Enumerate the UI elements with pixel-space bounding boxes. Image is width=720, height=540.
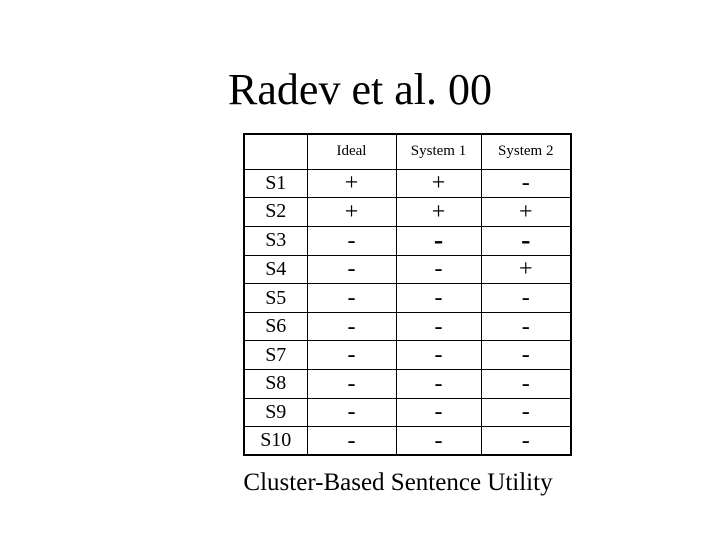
cell-value: - [395, 369, 482, 399]
table-row-s9: S9 - - - [243, 397, 572, 428]
row-label: S4 [243, 254, 308, 285]
cell-value: - [395, 426, 482, 456]
column-header-blank [243, 133, 308, 170]
table-row-s10: S10 - - - [243, 426, 572, 456]
cell-value: - [306, 397, 397, 428]
cell-value: - [480, 369, 572, 399]
table-row-s6: S6 - - - [243, 311, 572, 342]
header-row: Ideal System 1 System 2 [243, 133, 572, 170]
cell-value: - [395, 340, 482, 371]
table-row-s3: S3 - - - [243, 225, 572, 256]
cell-value: + [480, 197, 572, 227]
row-label: S5 [243, 283, 308, 313]
cell-value: + [306, 197, 397, 227]
row-label: S9 [243, 397, 308, 428]
column-header-system2: System 2 [480, 133, 572, 170]
table-row-s7: S7 - - - [243, 340, 572, 371]
row-label: S1 [243, 168, 308, 199]
cell-value: - [480, 311, 572, 342]
table-row-s2: S2 + + + [243, 197, 572, 227]
cell-value: - [480, 225, 572, 256]
cell-value: + [480, 254, 572, 285]
slide-caption: Cluster-Based Sentence Utility [243, 469, 553, 496]
cell-value: + [306, 168, 397, 199]
slide-title: Radev et al. 00 [228, 65, 492, 114]
row-label: S3 [243, 225, 308, 256]
cell-value: - [306, 369, 397, 399]
cell-value: - [395, 283, 482, 313]
cell-value: - [395, 311, 482, 342]
cell-value: - [395, 225, 482, 256]
cell-value: - [306, 283, 397, 313]
row-label: S7 [243, 340, 308, 371]
row-label: S8 [243, 369, 308, 399]
cell-value: - [480, 340, 572, 371]
cell-value: - [306, 254, 397, 285]
row-label: S2 [243, 197, 308, 227]
table-row-s8: S8 - - - [243, 369, 572, 399]
table-row-s4: S4 - - + [243, 254, 572, 285]
table-row-s5: S5 - - - [243, 283, 572, 313]
column-header-ideal: Ideal [306, 133, 397, 170]
cell-value: + [395, 197, 482, 227]
cell-value: - [306, 225, 397, 256]
cell-value: - [306, 311, 397, 342]
cell-value: - [306, 340, 397, 371]
table-row-s1: S1 + + - [243, 168, 572, 199]
column-header-system1: System 1 [395, 133, 482, 170]
row-label: S10 [243, 426, 308, 456]
cell-value: + [395, 168, 482, 199]
cell-value: - [480, 426, 572, 456]
cell-value: - [480, 168, 572, 199]
row-label: S6 [243, 311, 308, 342]
utility-table: Ideal System 1 System 2 S1 + + - S2 + + … [243, 133, 572, 457]
cell-value: - [395, 397, 482, 428]
cell-value: - [480, 397, 572, 428]
cell-value: - [480, 283, 572, 313]
cell-value: - [306, 426, 397, 456]
cell-value: - [395, 254, 482, 285]
